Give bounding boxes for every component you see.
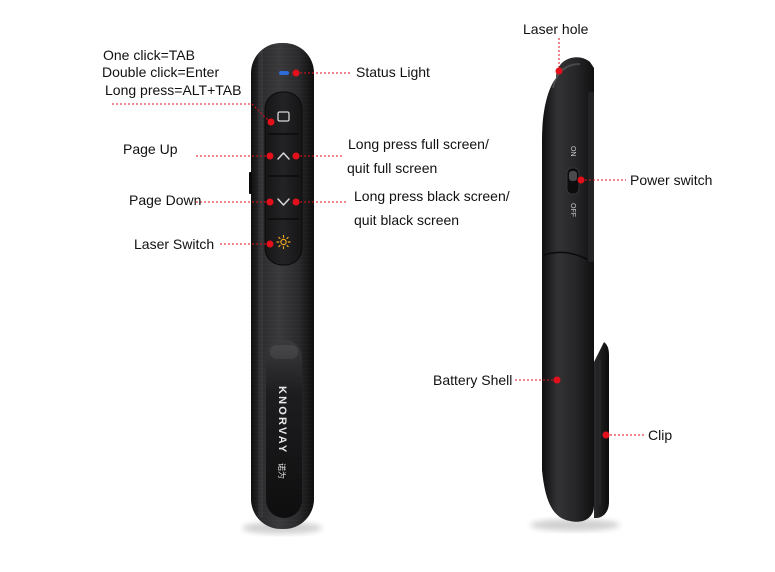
front-battery-cover xyxy=(266,340,302,518)
tab-button[interactable] xyxy=(277,111,290,122)
power-switch[interactable] xyxy=(566,167,580,195)
black-screen-label-1: Long press black screen/ xyxy=(354,188,510,204)
sun-icon xyxy=(276,234,291,250)
power-switch-label: Power switch xyxy=(630,172,713,188)
brand-suffix: 诺为 xyxy=(277,463,287,479)
switch-on-label: ON xyxy=(569,146,576,157)
black-screen-label-2: quit black screen xyxy=(354,212,460,228)
page-down-label: Page Down xyxy=(129,192,202,208)
full-screen-label-1: Long press full screen/ xyxy=(348,136,489,152)
page-down-button[interactable] xyxy=(277,198,290,206)
battery-shell-label: Battery Shell xyxy=(433,372,513,388)
full-screen-label-2: quit full screen xyxy=(347,160,438,176)
laser-hole-label: Laser hole xyxy=(523,21,589,37)
laser-switch-label: Laser Switch xyxy=(134,236,215,252)
chevron-up-icon xyxy=(277,152,290,160)
clip xyxy=(594,342,609,518)
status-light-label: Status Light xyxy=(356,64,430,80)
window-icon xyxy=(277,111,290,122)
laser-button[interactable] xyxy=(276,234,291,250)
callouts xyxy=(112,38,644,439)
front-view: KNORVAY 诺为 xyxy=(242,43,322,534)
side-body xyxy=(542,57,594,522)
status-light xyxy=(279,71,289,75)
double-click-label: Double click=Enter xyxy=(102,64,220,80)
page-up-button[interactable] xyxy=(277,152,290,160)
brand-logo: KNORVAY xyxy=(276,386,288,454)
page-up-label: Page Up xyxy=(123,141,178,157)
button-pad xyxy=(264,91,303,266)
switch-off-label: OFF xyxy=(569,203,576,217)
clip-label: Clip xyxy=(648,427,673,443)
chevron-down-icon xyxy=(277,198,290,206)
long-press-label: Long press=ALT+TAB xyxy=(105,82,242,98)
one-click-label: One click=TAB xyxy=(103,47,195,63)
side-view: ON OFF xyxy=(530,57,620,531)
